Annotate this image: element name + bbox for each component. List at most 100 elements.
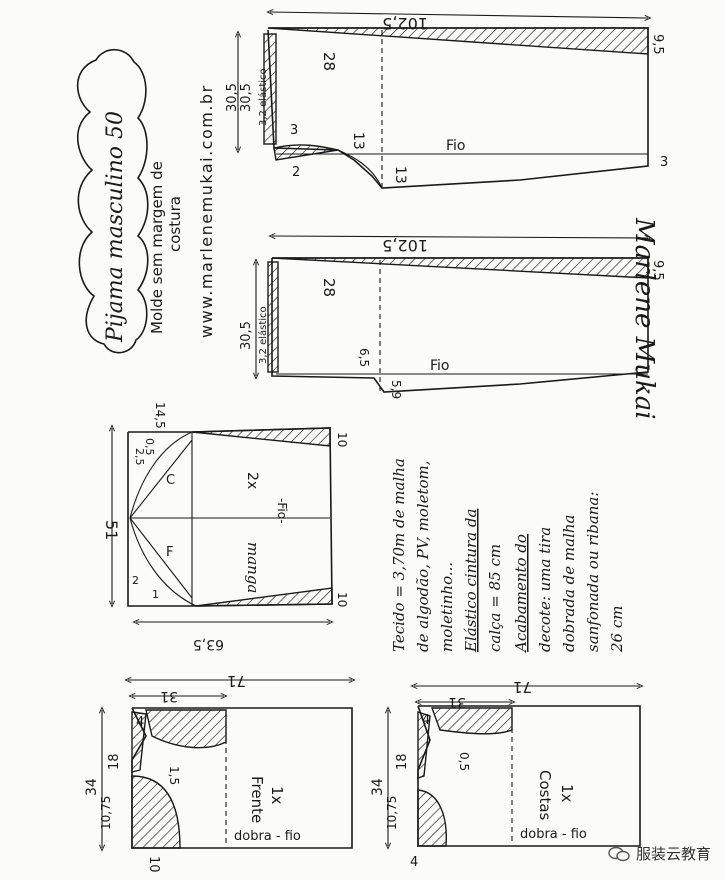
back-crotch-a-label: 6,5 (357, 348, 371, 367)
crotch-curve (337, 149, 383, 189)
costas-curve: 0,5 (457, 752, 471, 771)
sleeve-label: manga (244, 542, 262, 593)
note-line7: decote: uma tira (536, 527, 554, 652)
costas-num4a: 4 (422, 713, 430, 728)
subtitle-line1: Molde sem margem de (148, 161, 166, 334)
length-arrow (270, 12, 648, 18)
frente-fold-label: dobra - fio (234, 829, 301, 844)
sleeve-top-label: 14,5 (153, 402, 167, 429)
costas-armhole-label: 18 (395, 753, 410, 770)
frente-bottom-label: 10 (146, 856, 161, 873)
costas-neck-label: 10,75 (385, 796, 399, 830)
num2-label: 2 (292, 165, 300, 180)
frente-piece: 71 31 Frente 1x 4 1,5 34 18 10,75 10 dob… (84, 672, 352, 873)
manga-piece: 51 63,5 14,5 10 10 2,5 0,5 2 1 C F 2x ma… (102, 402, 349, 652)
back-length-label: 102,5 (382, 236, 428, 255)
costas-piece: 71 31 Costas 1x 4 4 0,5 34 18 10,75 dobr… (370, 678, 640, 870)
back-hip-label: 28 (320, 278, 338, 297)
costas-fold-label: dobra - fio (520, 827, 587, 842)
sleeve-cap-a: 2,5 (133, 448, 146, 466)
frente-count: 1x (268, 786, 286, 805)
frente-neck-label: 10,75 (99, 796, 113, 830)
sleeve-guide-bottom (129, 517, 193, 599)
back-length-arrow (272, 236, 648, 238)
title-frame (76, 48, 149, 354)
back-elastic-label: 3,2 elástico (257, 306, 269, 364)
wechat-icon (608, 846, 630, 861)
frente-armhole-hatch (145, 709, 227, 749)
back-elastic-band (267, 261, 279, 373)
frente-length-label: 71 (227, 672, 246, 690)
frente-label: Frente (248, 776, 266, 823)
costas-neck-hatch (417, 789, 447, 847)
frente-side-label: 34 (84, 778, 100, 796)
costas-side-hatch (417, 711, 431, 779)
sleeve-cuff-hatch-bottom (195, 587, 333, 607)
frente-num4: 4 (136, 715, 144, 730)
sleeve-cuff-b: 10 (335, 592, 349, 607)
notes-block: Tecido = 3,70m de malha de algodão, PV, … (390, 458, 626, 654)
frente-shoulder-label: 31 (160, 688, 178, 704)
title-text: Pijama masculino 50 (103, 111, 128, 343)
note-line6: Acabamento do (512, 534, 530, 654)
subtitle-line2: costura (166, 196, 184, 252)
elastic-band (263, 33, 277, 145)
num3a-label: 3 (290, 123, 298, 138)
note-line4: Elástico cintura da (462, 509, 480, 653)
sleeve-guide-top (129, 439, 193, 519)
back-rise-label: 30,5 (239, 321, 254, 350)
watermark: 服装云教育 (608, 843, 711, 864)
sleeve-length-label: 63,5 (193, 636, 224, 652)
frente-curve: 1,5 (167, 766, 181, 785)
back-crotch-b-label: 5,9 (389, 380, 403, 399)
back-outline (271, 257, 649, 393)
frente-neck-hatch (131, 775, 181, 849)
costas-label: Costas (536, 770, 554, 821)
back-waist-label: 9,5 (650, 260, 665, 281)
costas-num4b: 4 (410, 855, 418, 870)
title-block: Pijama masculino 50 Molde sem margem de … (76, 48, 216, 354)
sleeve-front-letter: F (166, 545, 173, 560)
back-waist-hatch (271, 257, 649, 279)
costas-armhole-hatch (431, 707, 513, 735)
note-line9: sanfonada ou ribana: (584, 492, 602, 652)
sleeve-grain-label: -Fio- (275, 498, 289, 524)
costas-length-label: 71 (513, 678, 532, 696)
sleeve-width-label: 51 (102, 520, 121, 540)
rise2-label: 30,5 (239, 83, 254, 112)
sleeve-cap-c: 2 (132, 574, 139, 587)
watermark-text: 服装云教育 (635, 845, 711, 863)
frente-armhole-label: 18 (107, 753, 122, 770)
crotch-hatch (273, 144, 339, 161)
costas-count: 1x (558, 784, 576, 803)
crotch-b-label: 13 (392, 166, 408, 184)
grain-label-front: Fio (446, 138, 466, 154)
calca-back-piece: 102,5 28 9,5 30,5 3,2 elástico 6,5 5,9 F… (239, 236, 665, 399)
sleeve-cap-d: 1 (152, 588, 159, 601)
note-line5: calça = 85 cm (486, 544, 504, 652)
note-line2: de algodão, PV, moletom, (414, 460, 432, 652)
note-line10: 26 cm (608, 606, 626, 653)
sleeve-cuff-hatch-top (191, 427, 331, 447)
sleeve-count: 2x (244, 472, 260, 489)
costas-side-label: 34 (370, 778, 386, 796)
sleeve-cap-b: 0,5 (143, 438, 156, 456)
waist-top-label: 9,5 (650, 34, 665, 55)
num3b-label: 3 (660, 155, 668, 170)
elastic-label: 3,2 elástico (257, 68, 269, 126)
sleeve-outline (127, 427, 333, 607)
crotch-a-label: 13 (350, 132, 366, 150)
hip-label: 28 (320, 52, 338, 71)
sleeve-cuff-a: 10 (335, 432, 349, 447)
frente-side-hatch (131, 711, 147, 773)
signature: Marlene Mukai (629, 217, 659, 420)
sleeve-back-letter: C (166, 473, 175, 488)
waist-hatch (267, 27, 649, 55)
note-line8: dobrada de malha (560, 515, 578, 652)
calca-front-piece: 102,5 28 9,5 30,5 30,5 3,2 elástico 3 2 … (225, 12, 668, 189)
grain-label-back: Fio (430, 358, 450, 374)
website-text: www.marlenemukai.com.br (197, 84, 216, 338)
note-line1: Tecido = 3,70m de malha (390, 458, 408, 652)
